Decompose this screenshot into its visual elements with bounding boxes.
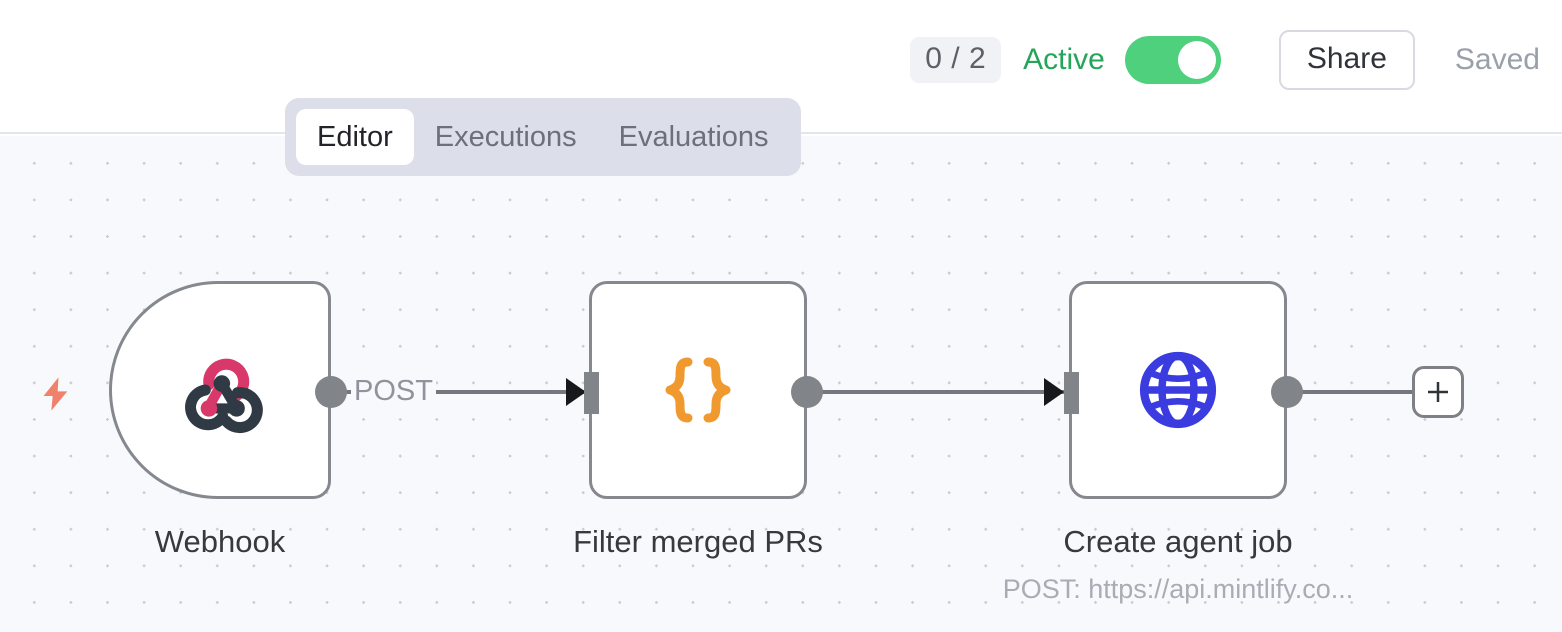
tab-executions[interactable]: Executions [434, 120, 577, 153]
toggle-knob [1177, 41, 1216, 79]
edge-arrowhead-filter [566, 378, 586, 406]
node-webhook[interactable] [109, 281, 347, 499]
header-actions: 0 / 2 Active Share Saved [910, 0, 1540, 120]
edge-filter-to-http[interactable] [806, 390, 1072, 394]
active-status-label: Active [1023, 43, 1105, 76]
add-node-button[interactable] [1412, 366, 1464, 418]
node-label-create-agent-job: Create agent job [1063, 524, 1293, 559]
http-output-handle[interactable] [1271, 376, 1303, 408]
code-braces-icon [648, 340, 748, 440]
share-button[interactable]: Share [1278, 30, 1415, 90]
plus-icon [1423, 377, 1453, 407]
edge-webhook-to-filter[interactable] [330, 390, 592, 394]
filter-input-handle[interactable] [584, 372, 599, 414]
tab-editor[interactable]: Editor [296, 109, 414, 165]
lightning-bolt-icon [36, 368, 76, 427]
node-filter-merged-prs[interactable] [584, 281, 823, 499]
edge-http-to-add [1285, 390, 1413, 394]
filter-output-handle[interactable] [791, 376, 823, 408]
edge-label-post: POST [351, 377, 436, 406]
saved-status-text: Saved [1454, 43, 1540, 76]
workflow-canvas[interactable]: POST [0, 136, 1562, 632]
globe-icon [1131, 343, 1225, 437]
webhook-icon [174, 344, 266, 436]
node-label-filter-merged-prs: Filter merged PRs [573, 524, 823, 559]
tab-evaluations[interactable]: Evaluations [618, 120, 769, 153]
workflow-active-toggle[interactable] [1124, 36, 1221, 84]
node-label-webhook: Webhook [154, 524, 286, 559]
node-create-agent-job[interactable] [1064, 281, 1303, 499]
edge-arrowhead-http [1044, 378, 1064, 406]
http-input-handle[interactable] [1064, 372, 1079, 414]
view-tab-bar: Editor Executions Evaluations [285, 98, 801, 176]
webhook-output-handle[interactable] [315, 376, 347, 408]
execution-count-badge: 0 / 2 [910, 37, 1002, 83]
node-sublabel-create-agent-job: POST: https://api.mintlify.co... [1002, 574, 1354, 604]
